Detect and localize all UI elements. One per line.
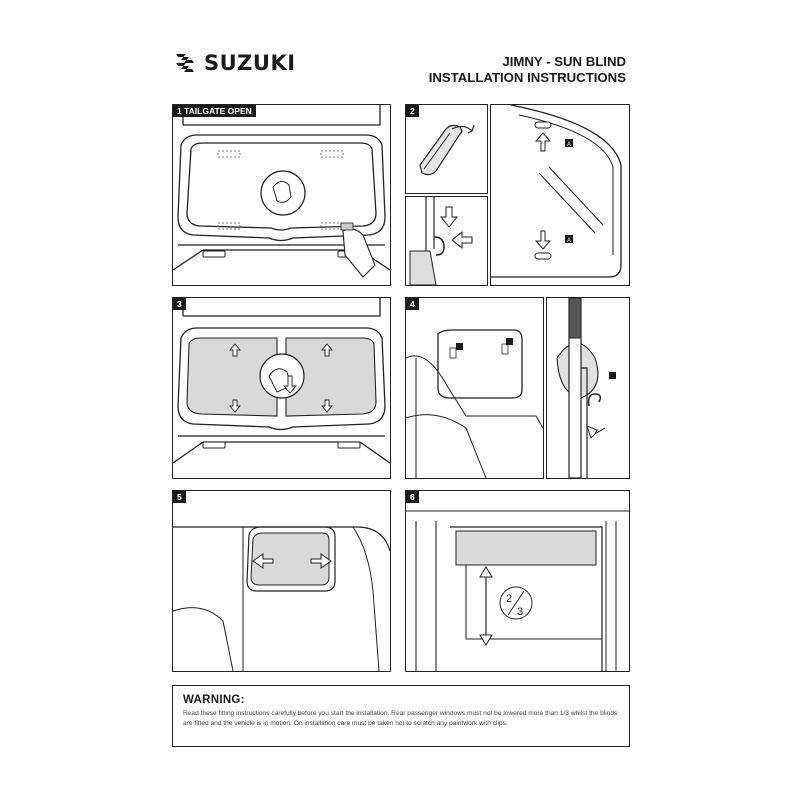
- step-2-panel-insert: [405, 196, 488, 286]
- tailgate-blinds-fitted-illustration: [173, 298, 390, 464]
- warning-text: Read these fitting instructions carefull…: [183, 710, 618, 727]
- window-clip-positions-illustration: A A: [491, 105, 622, 278]
- step-4-label: 4: [406, 298, 419, 310]
- step-5-label: 5: [173, 491, 186, 503]
- clip-detail-illustration: [419, 124, 475, 176]
- warning-box: WARNING: Read these fitting instructions…: [172, 685, 630, 747]
- step-3-panel: 3: [172, 297, 391, 479]
- fraction-numerator: 2: [506, 593, 512, 605]
- title-line-2: INSTALLATION INSTRUCTIONS: [428, 70, 626, 85]
- step-4-panel-window: 4: [405, 297, 544, 479]
- title-line-1: JIMNY - SUN BLIND: [502, 54, 626, 69]
- step-6-label: 6: [406, 491, 419, 503]
- step-2-label: 2: [406, 105, 419, 117]
- window-lowering-limit-illustration: 2 3: [406, 510, 629, 671]
- brand-name: SUZUKI: [204, 51, 296, 75]
- step-2-panel-clip: 2: [405, 104, 488, 194]
- step-3-label: 3: [173, 298, 186, 310]
- step-2-panel-window: A A: [490, 104, 630, 286]
- document-title: JIMNY - SUN BLIND INSTALLATION INSTRUCTI…: [380, 54, 626, 86]
- fraction-denominator: 3: [517, 606, 523, 618]
- side-window-clip-positions-illustration: [406, 329, 543, 478]
- step-4-panel-clip: [546, 297, 630, 479]
- tailgate-open-illustration: [173, 105, 390, 278]
- side-clip-insert-illustration: [556, 298, 616, 478]
- clip-a-marker-top: A: [567, 142, 571, 148]
- clip-insert-illustration: [409, 197, 473, 285]
- warning-title: WARNING:: [183, 694, 245, 706]
- side-blind-fitting-illustration: [173, 526, 390, 671]
- step-5-panel: 5: [172, 490, 391, 672]
- suzuki-s-emblem-icon: [176, 54, 194, 72]
- step-6-panel: 2 3 6: [405, 490, 630, 672]
- clip-a-marker-bottom: A: [567, 238, 571, 244]
- step-1-label: 1 TAILGATE OPEN: [173, 105, 256, 117]
- suzuki-logo: SUZUKI: [172, 50, 296, 76]
- step-1-panel: 1 TAILGATE OPEN: [172, 104, 391, 286]
